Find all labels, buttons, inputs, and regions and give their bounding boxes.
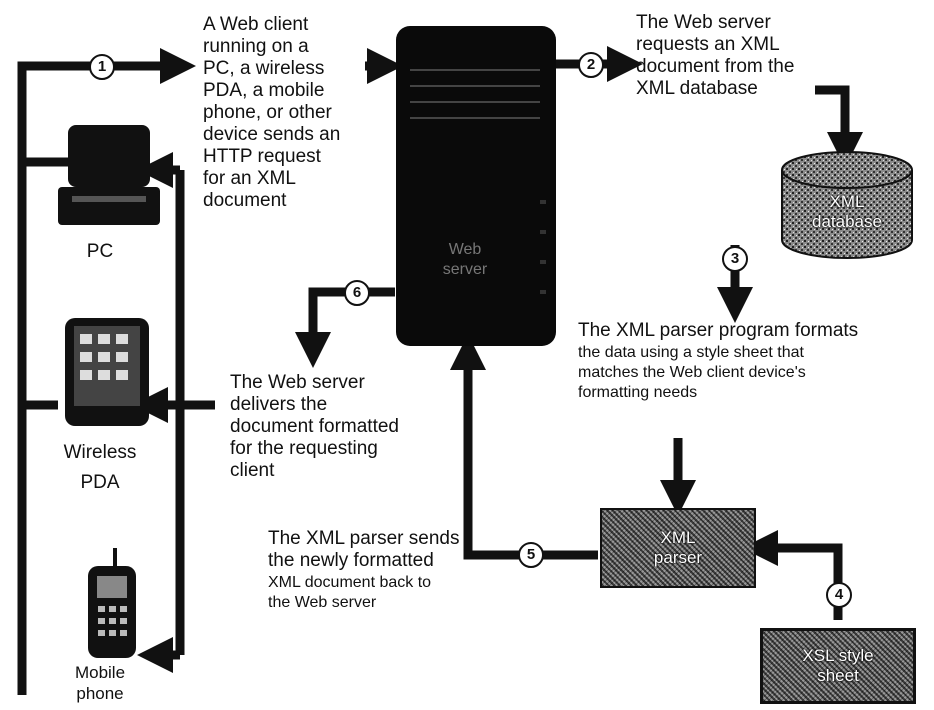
database-label: XML database bbox=[812, 192, 882, 231]
step-1-text: A Web client running on a PC, a wireless… bbox=[203, 14, 341, 211]
step-number-3: 3 bbox=[722, 246, 748, 272]
arrow-step5 bbox=[450, 334, 598, 560]
step-number-6: 6 bbox=[344, 280, 370, 306]
step-3-text: The XML parser program formats bbox=[578, 320, 859, 341]
step-5-text-cont: XML document back to the Web server bbox=[268, 574, 432, 611]
server-label: Web server bbox=[442, 241, 488, 278]
pda-label: Wireless PDA bbox=[63, 442, 137, 493]
parser-label: XML parser bbox=[653, 528, 703, 567]
step-2-text: The Web server requests an XML document … bbox=[636, 12, 795, 99]
step-3-text-cont: the data using a style sheet that matche… bbox=[578, 344, 806, 401]
step-6-text: The Web server delivers the document for… bbox=[230, 372, 399, 481]
xsl-stylesheet-box: XSL style sheet bbox=[760, 628, 916, 704]
phone-label: Mobile phone bbox=[74, 663, 126, 703]
step-number-2: 2 bbox=[578, 52, 604, 78]
stylesheet-label: XSL style sheet bbox=[802, 646, 874, 685]
step-number-1: 1 bbox=[89, 54, 115, 80]
arrow-to-db bbox=[815, 85, 863, 168]
arrow-step1 bbox=[17, 48, 196, 695]
step-5-text: The XML parser sends the newly formatted bbox=[268, 528, 460, 571]
xml-parser-box: XML parser bbox=[600, 508, 756, 588]
step-number-5: 5 bbox=[518, 542, 544, 568]
step-number-4: 4 bbox=[826, 582, 852, 608]
pc-label: PC bbox=[86, 241, 114, 262]
